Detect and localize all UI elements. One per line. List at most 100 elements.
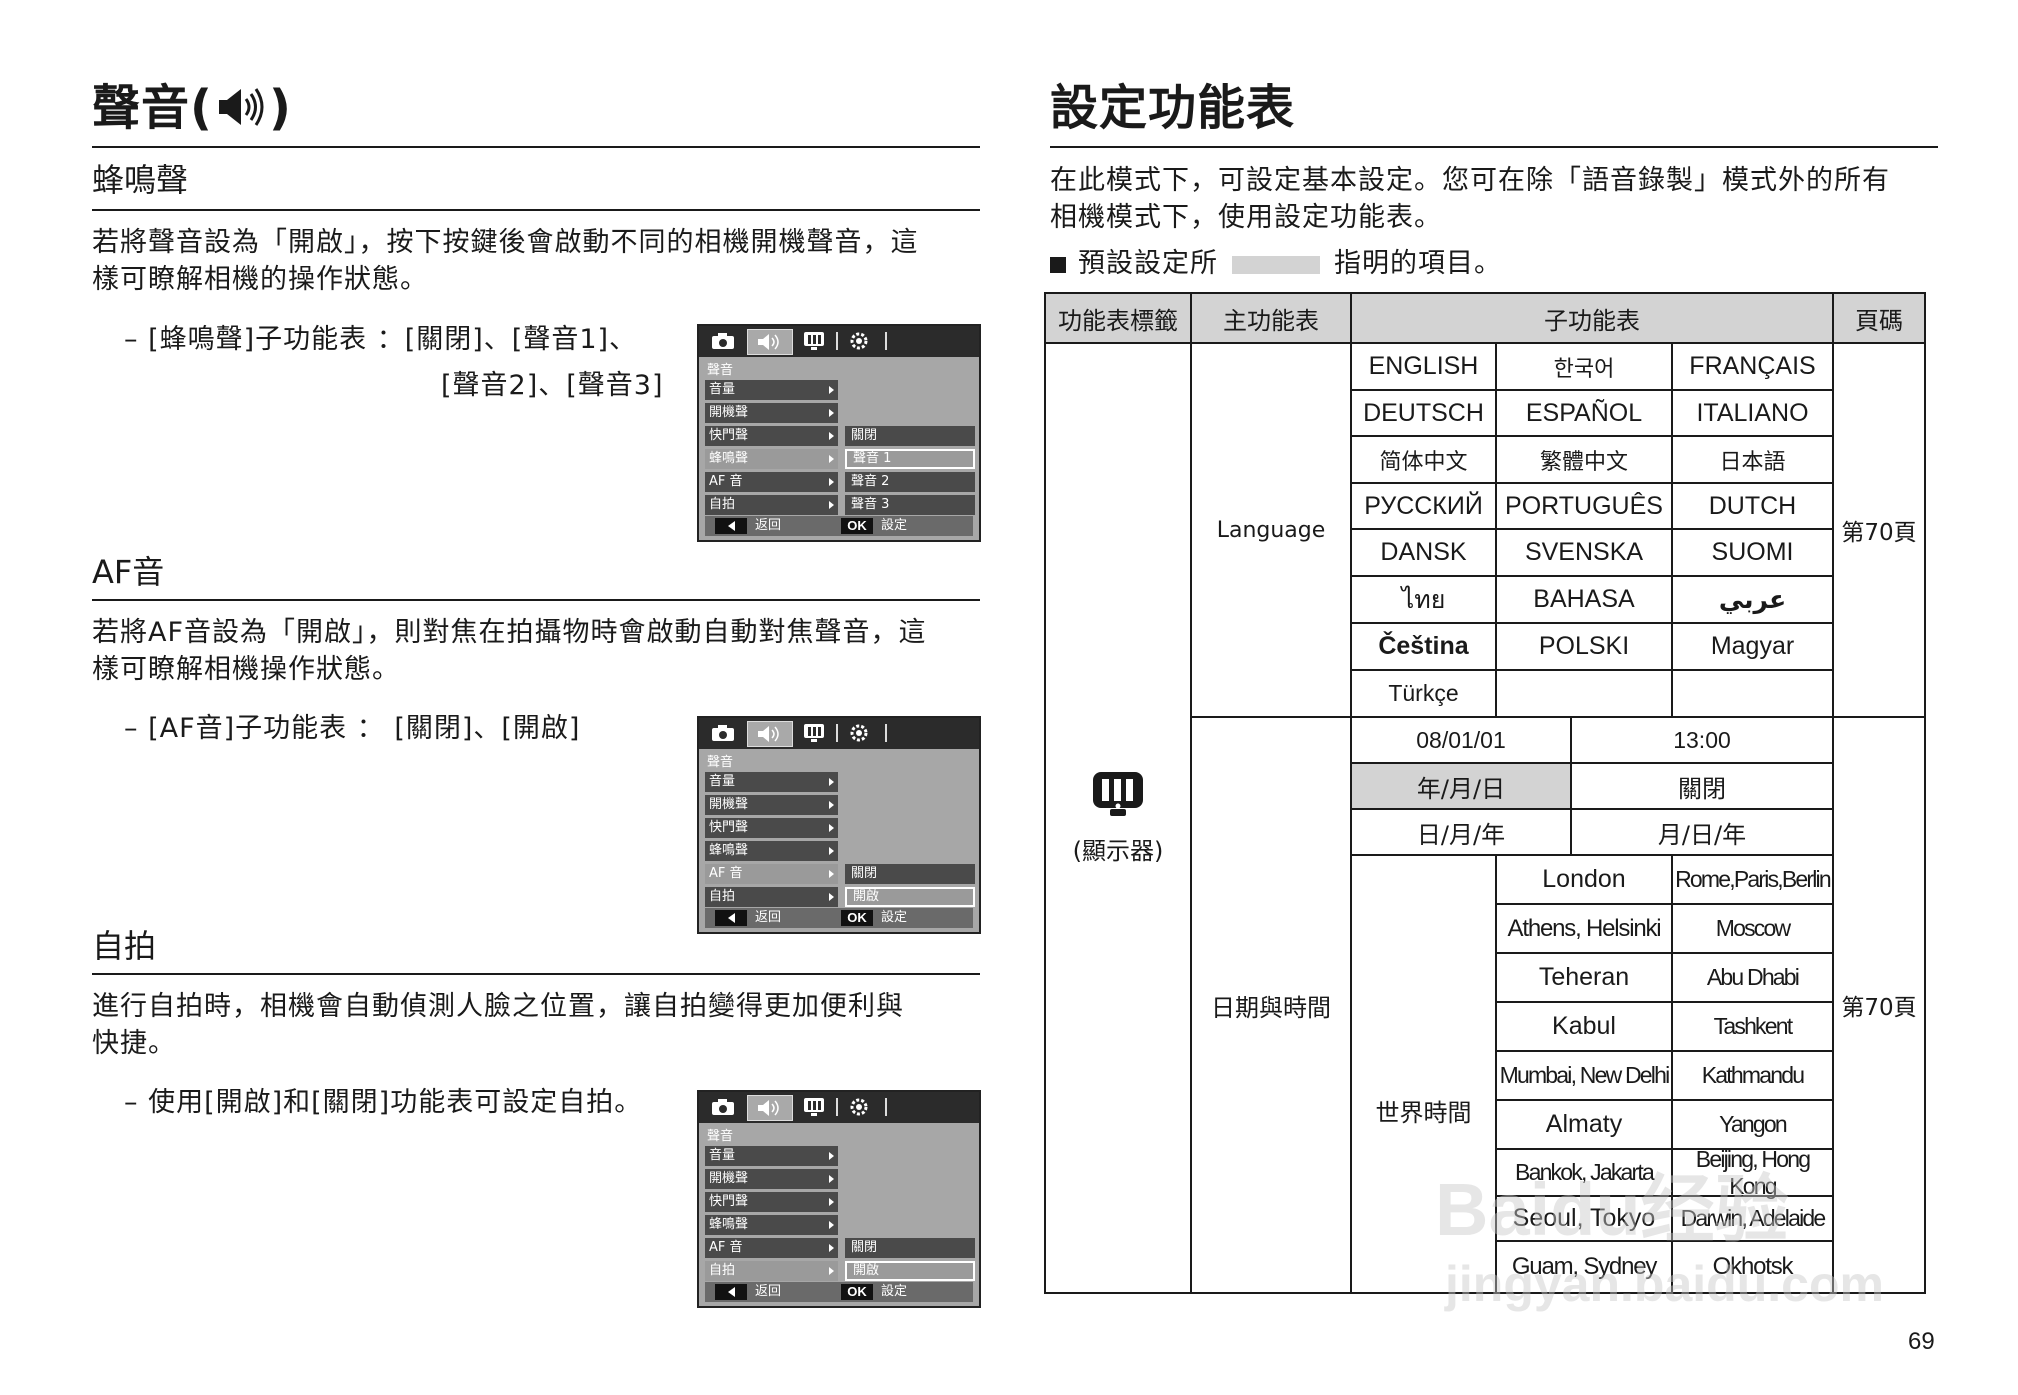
title-rule <box>92 146 980 148</box>
menu-item-volume[interactable]: 音量 <box>705 380 838 400</box>
speaker-icon <box>747 329 793 355</box>
camera-lcd-af-sound: 聲音 音量 開機聲 快門聲 蜂鳴聲 AF 音 自拍 關閉 開啟 返回 OK 設定 <box>697 716 981 934</box>
option-sound-1[interactable]: 聲音 1 <box>845 449 975 469</box>
date-format-ymd-default: 年/月/日 <box>1352 764 1572 810</box>
back-arrow-icon[interactable] <box>715 910 747 926</box>
option-off[interactable]: 關閉 <box>845 1238 975 1258</box>
back-arrow-icon[interactable] <box>715 518 747 534</box>
menu-footer: 返回 OK 設定 <box>705 516 973 536</box>
page-title-sound: 聲音() <box>92 84 292 137</box>
bullet-self-portrait: – 使用[開啟]和[關閉]功能表可設定自拍。 <box>124 1087 643 1118</box>
section-heading-beep: 蜂鳴聲 <box>92 161 189 199</box>
menu-item-volume[interactable]: 音量 <box>705 772 838 792</box>
tab-separator <box>885 724 887 742</box>
body-line: 樣可瞭解相機操作狀態。 <box>92 654 400 685</box>
bullet-beep: – [蜂鳴聲]子功能表 ：[關閉]、[聲音1]、 [聲音2]、[聲音3] <box>124 317 664 409</box>
date-format-mdy: 月/日/年 <box>1572 810 1834 856</box>
tab-separator <box>836 724 838 742</box>
lang-dutch: DUTCH <box>1673 484 1834 530</box>
item-label: 自拍 <box>709 889 736 904</box>
display-icon <box>799 329 829 353</box>
body-line: 快捷。 <box>92 1028 176 1059</box>
legend-suffix: 指明的項目。 <box>1334 248 1502 279</box>
menu-item-shutter-sound[interactable]: 快門聲 <box>705 1192 838 1212</box>
back-label: 返回 <box>755 518 782 533</box>
city-moscow: Moscow <box>1673 905 1834 954</box>
lang-empty <box>1673 671 1834 718</box>
menu-item-beep[interactable]: 蜂鳴聲 <box>705 841 838 861</box>
menu-item-beep[interactable]: 蜂鳴聲 <box>705 449 838 469</box>
title-rule <box>1050 146 1938 148</box>
back-arrow-icon[interactable] <box>715 1284 747 1300</box>
date-format-dmy: 日/月/年 <box>1352 810 1572 856</box>
date-value: 08/01/01 <box>1352 718 1572 764</box>
main-date-time: 日期與時間 <box>1192 718 1352 1292</box>
lang-turkish: Türkçe <box>1352 671 1497 718</box>
menu-item-self-portrait[interactable]: 自拍 <box>705 495 838 515</box>
ok-key[interactable]: OK <box>841 1284 873 1300</box>
header-main-menu: 主功能表 <box>1192 294 1352 344</box>
option-off[interactable]: 關閉 <box>845 864 975 884</box>
intro-line: 在此模式下，可設定基本設定。您可在除「語音錄製」模式外的所有 <box>1050 165 1890 196</box>
camera-tabs <box>699 1092 979 1123</box>
default-legend: 預設設定所指明的項目。 <box>1050 245 1502 282</box>
menu-item-beep[interactable]: 蜂鳴聲 <box>705 1215 838 1235</box>
ok-key[interactable]: OK <box>841 910 873 926</box>
item-label: 音量 <box>709 382 736 397</box>
city-teheran: Teheran <box>1497 954 1673 1003</box>
menu-item-self-portrait[interactable]: 自拍 <box>705 1261 838 1281</box>
ok-label: 設定 <box>881 910 908 925</box>
city-seoul-tokyo: Seoul, Tokyo <box>1497 1197 1673 1242</box>
display-icon <box>799 721 829 745</box>
option-on[interactable]: 開啟 <box>845 1261 975 1281</box>
item-label: 音量 <box>709 1148 736 1163</box>
item-label: 自拍 <box>709 497 736 512</box>
city-kathmandu: Kathmandu <box>1673 1052 1834 1101</box>
option-sound-2[interactable]: 聲音 2 <box>845 472 975 492</box>
menu-item-af-sound[interactable]: AF 音 <box>705 472 838 492</box>
menu-item-shutter-sound[interactable]: 快門聲 <box>705 426 838 446</box>
bullet-line: [聲音2]、[聲音3] <box>441 370 664 401</box>
bullet-line: – [蜂鳴聲]子功能表 ：[關閉]、[聲音1]、 <box>124 324 638 355</box>
menu-item-af-sound[interactable]: AF 音 <box>705 864 838 884</box>
city-bangkok-jakarta: Bankok, Jakarta <box>1497 1150 1673 1197</box>
lang-finnish: SUOMI <box>1673 530 1834 577</box>
item-label: AF 音 <box>709 866 743 881</box>
body-line: 若將AF音設為「開啟」，則對焦在拍攝物時會啟動自動對焦聲音，這 <box>92 617 927 648</box>
ok-key[interactable]: OK <box>841 518 873 534</box>
page-number: 69 <box>1908 1328 1935 1355</box>
back-label: 返回 <box>755 910 782 925</box>
menu-item-af-sound[interactable]: AF 音 <box>705 1238 838 1258</box>
city-athens-helsinki: Athens, Helsinki <box>1497 905 1673 954</box>
option-on[interactable]: 開啟 <box>845 887 975 907</box>
body-line: 進行自拍時，相機會自動偵測人臉之位置，讓自拍變得更加便利與 <box>92 991 904 1022</box>
city-yangon: Yangon <box>1673 1101 1834 1150</box>
world-time-label: 世界時間 <box>1352 856 1497 1292</box>
camera-icon <box>709 721 737 745</box>
header-page: 頁碼 <box>1834 294 1924 344</box>
menu-item-startup-sound[interactable]: 開機聲 <box>705 403 838 423</box>
lang-russian: РУССКИЙ <box>1352 484 1497 530</box>
item-label: 開機聲 <box>709 405 749 420</box>
menu-item-startup-sound[interactable]: 開機聲 <box>705 795 838 815</box>
time-value: 13:00 <box>1572 718 1834 764</box>
section-rule <box>92 209 980 211</box>
option-sound-3[interactable]: 聲音 3 <box>845 495 975 515</box>
title-close-paren: ) <box>268 80 292 136</box>
menu-tab-label: (顯示器) <box>1072 837 1164 865</box>
menu-item-volume[interactable]: 音量 <box>705 1146 838 1166</box>
menu-title: 聲音 <box>707 1129 734 1144</box>
item-label: 快門聲 <box>709 1194 749 1209</box>
menu-item-startup-sound[interactable]: 開機聲 <box>705 1169 838 1189</box>
menu-item-self-portrait[interactable]: 自拍 <box>705 887 838 907</box>
menu-title: 聲音 <box>707 363 734 378</box>
city-tashkent: Tashkent <box>1673 1003 1834 1052</box>
menu-item-shutter-sound[interactable]: 快門聲 <box>705 818 838 838</box>
lang-english: ENGLISH <box>1352 344 1497 391</box>
intro-line: 相機模式下，使用設定功能表。 <box>1050 202 1442 233</box>
city-guam-sydney: Guam, Sydney <box>1497 1242 1673 1292</box>
settings-gear-icon <box>845 329 873 353</box>
section-body-self-portrait: 進行自拍時，相機會自動偵測人臉之位置，讓自拍變得更加便利與 快捷。 <box>92 988 992 1062</box>
option-off[interactable]: 關閉 <box>845 426 975 446</box>
page-ref-language: 第70頁 <box>1834 344 1924 718</box>
